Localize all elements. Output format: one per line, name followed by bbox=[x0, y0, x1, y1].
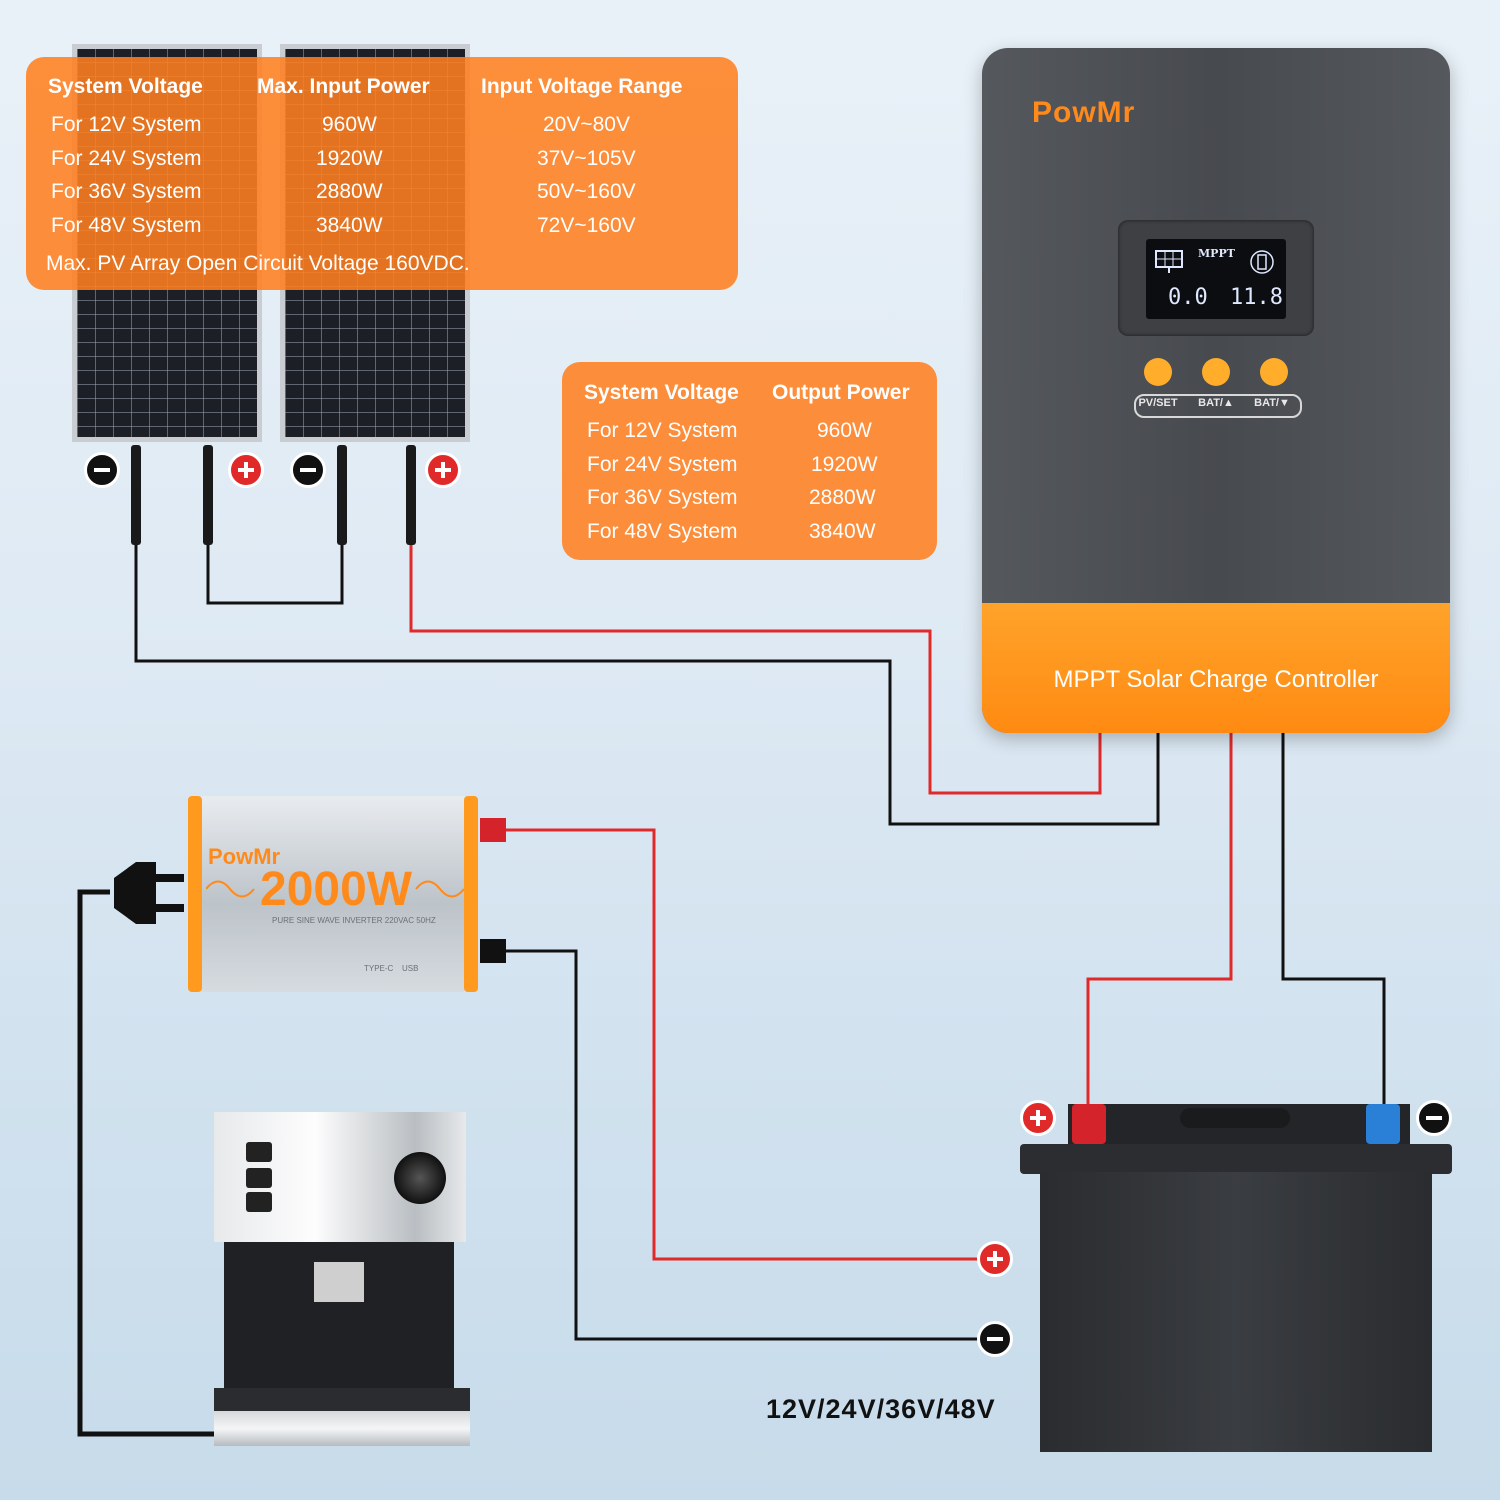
inverter-power: 2000W bbox=[260, 863, 413, 916]
battery-voltage-label: 12V/24V/36V/48V bbox=[766, 1394, 996, 1424]
mc4-connector bbox=[337, 445, 347, 545]
table-cell: 3840W bbox=[316, 214, 383, 237]
table-cell: For 12V System bbox=[587, 419, 738, 442]
input-spec-table: System Voltage Max. Input Power Input Vo… bbox=[26, 57, 738, 290]
inverter-negative-terminal bbox=[480, 939, 506, 963]
table-cell: For 48V System bbox=[51, 214, 202, 237]
battery-handle bbox=[1180, 1108, 1290, 1128]
power-switch bbox=[246, 1142, 272, 1162]
table-cell: 2880W bbox=[809, 486, 876, 509]
battery-negative-wire bbox=[1281, 733, 1386, 1108]
table-cell: For 36V System bbox=[51, 180, 202, 203]
ac-cable bbox=[77, 889, 214, 1437]
table-cell: 1920W bbox=[811, 453, 878, 476]
table-cell: For 24V System bbox=[587, 453, 738, 476]
table-cell: For 24V System bbox=[51, 147, 202, 170]
inverter-end-cap bbox=[188, 796, 202, 992]
bat-up-button[interactable] bbox=[1202, 358, 1230, 386]
battery-voltage-readout: 11.8 bbox=[1230, 285, 1283, 310]
positive-icon bbox=[228, 452, 264, 488]
drip-tray bbox=[214, 1388, 470, 1446]
table-cell: For 36V System bbox=[587, 486, 738, 509]
panel-series-wire bbox=[206, 545, 344, 605]
controller-model: MPPT Solar Charge Controller bbox=[1053, 666, 1379, 693]
negative-icon bbox=[290, 452, 326, 488]
inverter-body bbox=[198, 796, 468, 992]
coffee-machine bbox=[214, 1112, 470, 1448]
portafilter bbox=[314, 1262, 364, 1302]
positive-icon bbox=[1020, 1100, 1056, 1136]
bat-down-button[interactable] bbox=[1260, 358, 1288, 386]
pv-power-readout: 0.0 bbox=[1168, 285, 1208, 310]
table-cell: 1920W bbox=[316, 147, 383, 170]
battery-case bbox=[1040, 1172, 1432, 1452]
mc4-connector bbox=[131, 445, 141, 545]
pv-positive-wire bbox=[409, 545, 1102, 795]
table-cell: 50V~160V bbox=[537, 180, 636, 203]
controller-bottom-panel bbox=[982, 603, 1450, 733]
table-header: System Voltage bbox=[48, 75, 203, 98]
battery bbox=[1020, 1100, 1452, 1452]
inverter-positive-terminal bbox=[480, 818, 506, 842]
table-header: System Voltage bbox=[584, 381, 739, 404]
pv-voltage-note: Max. PV Array Open Circuit Voltage 160VD… bbox=[46, 252, 470, 275]
power-switch bbox=[246, 1192, 272, 1212]
table-cell: 2880W bbox=[316, 180, 383, 203]
pv-negative-wire bbox=[134, 545, 1160, 826]
negative-icon bbox=[84, 452, 120, 488]
button-label: BAT/▲ bbox=[1198, 397, 1234, 409]
inverter: PowMr 2000W PURE SINE WAVE INVERTER 220V… bbox=[188, 796, 480, 992]
output-spec-table: System Voltage Output Power For 12V Syst… bbox=[562, 362, 937, 560]
typec-port-label: TYPE-C bbox=[364, 964, 394, 973]
table-cell: 72V~160V bbox=[537, 214, 636, 237]
table-cell: 20V~80V bbox=[543, 113, 630, 136]
ac-plug-icon bbox=[114, 862, 184, 924]
button-label-bar bbox=[1134, 394, 1302, 418]
battery-positive-wire bbox=[1086, 733, 1233, 1108]
negative-icon bbox=[1416, 1100, 1452, 1136]
negative-icon bbox=[977, 1321, 1013, 1357]
steam-knob bbox=[394, 1152, 446, 1204]
charge-controller: PowMr MPPT 0.0 11.8 PV/SET BAT/▲ BAT/▼ M bbox=[982, 48, 1450, 733]
battery-icon bbox=[1250, 250, 1274, 274]
positive-icon bbox=[425, 452, 461, 488]
inverter-brand: PowMr bbox=[208, 844, 281, 869]
table-header: Input Voltage Range bbox=[481, 75, 683, 98]
power-switch bbox=[246, 1168, 272, 1188]
button-label: PV/SET bbox=[1138, 397, 1178, 409]
lcd-screen: MPPT 0.0 11.8 bbox=[1146, 239, 1286, 319]
mc4-connector bbox=[203, 445, 213, 545]
inverter-negative-wire bbox=[506, 949, 978, 1341]
sine-wave-icon bbox=[206, 880, 464, 898]
battery-positive-terminal bbox=[1072, 1104, 1106, 1144]
battery-negative-terminal bbox=[1366, 1104, 1400, 1144]
inverter-positive-wire bbox=[506, 828, 978, 1261]
pv-set-button[interactable] bbox=[1144, 358, 1172, 386]
table-header: Output Power bbox=[772, 381, 910, 404]
controller-brand: PowMr bbox=[1032, 96, 1136, 129]
solar-panel-icon bbox=[1155, 250, 1183, 273]
table-header: Max. Input Power bbox=[257, 75, 430, 98]
table-cell: 3840W bbox=[809, 520, 876, 543]
screen-label: MPPT bbox=[1198, 247, 1235, 260]
mc4-connector bbox=[406, 445, 416, 545]
inverter-end-cap bbox=[464, 796, 478, 992]
button-label: BAT/▼ bbox=[1254, 397, 1290, 409]
usb-port-label: USB bbox=[402, 964, 419, 973]
positive-icon bbox=[977, 1241, 1013, 1277]
table-cell: 960W bbox=[322, 113, 377, 136]
table-cell: For 12V System bbox=[51, 113, 202, 136]
table-cell: 960W bbox=[817, 419, 872, 442]
battery-lid bbox=[1020, 1144, 1452, 1174]
table-cell: For 48V System bbox=[587, 520, 738, 543]
table-cell: 37V~105V bbox=[537, 147, 636, 170]
inverter-subtitle: PURE SINE WAVE INVERTER 220VAC 50HZ bbox=[272, 916, 436, 925]
